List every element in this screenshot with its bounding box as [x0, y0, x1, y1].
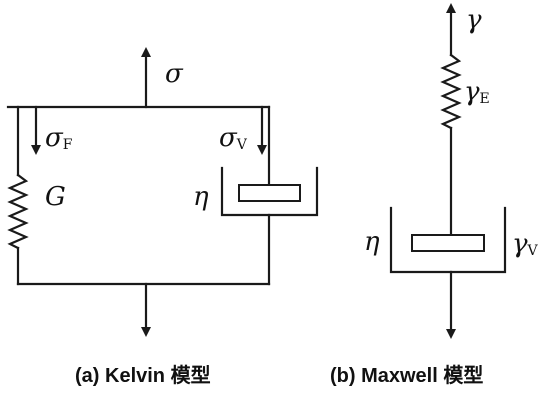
maxwell-dashpot-piston — [411, 234, 485, 252]
maxwell-dashpot-cylinder — [389, 206, 507, 274]
kelvin-stress-label: σ — [165, 59, 184, 89]
maxwell-dashpot-strain-label: γV — [512, 229, 539, 259]
maxwell-model: γ γE η γV (b) Maxwell 模型 — [330, 3, 539, 387]
maxwell-spring-strain-label: γE — [464, 77, 490, 107]
maxwell-strain-label: γ — [466, 5, 482, 35]
kelvin-dashpot-piston — [238, 184, 301, 202]
kelvin-spring-modulus-label: G — [45, 182, 66, 212]
maxwell-viscosity-label: η — [364, 227, 380, 257]
kelvin-spring — [7, 173, 29, 250]
kelvin-model: σ σF σV G η (a) Kelvin 模型 — [6, 47, 319, 387]
maxwell-caption: (b) Maxwell 模型 — [330, 363, 483, 387]
kelvin-caption: (a) Kelvin 模型 — [75, 363, 211, 387]
kelvin-viscosity-label: η — [193, 182, 209, 212]
maxwell-spring — [440, 53, 462, 130]
kelvin-dashpot-stress-label: σV — [219, 123, 248, 153]
kelvin-spring-stress-label: σF — [45, 123, 73, 153]
